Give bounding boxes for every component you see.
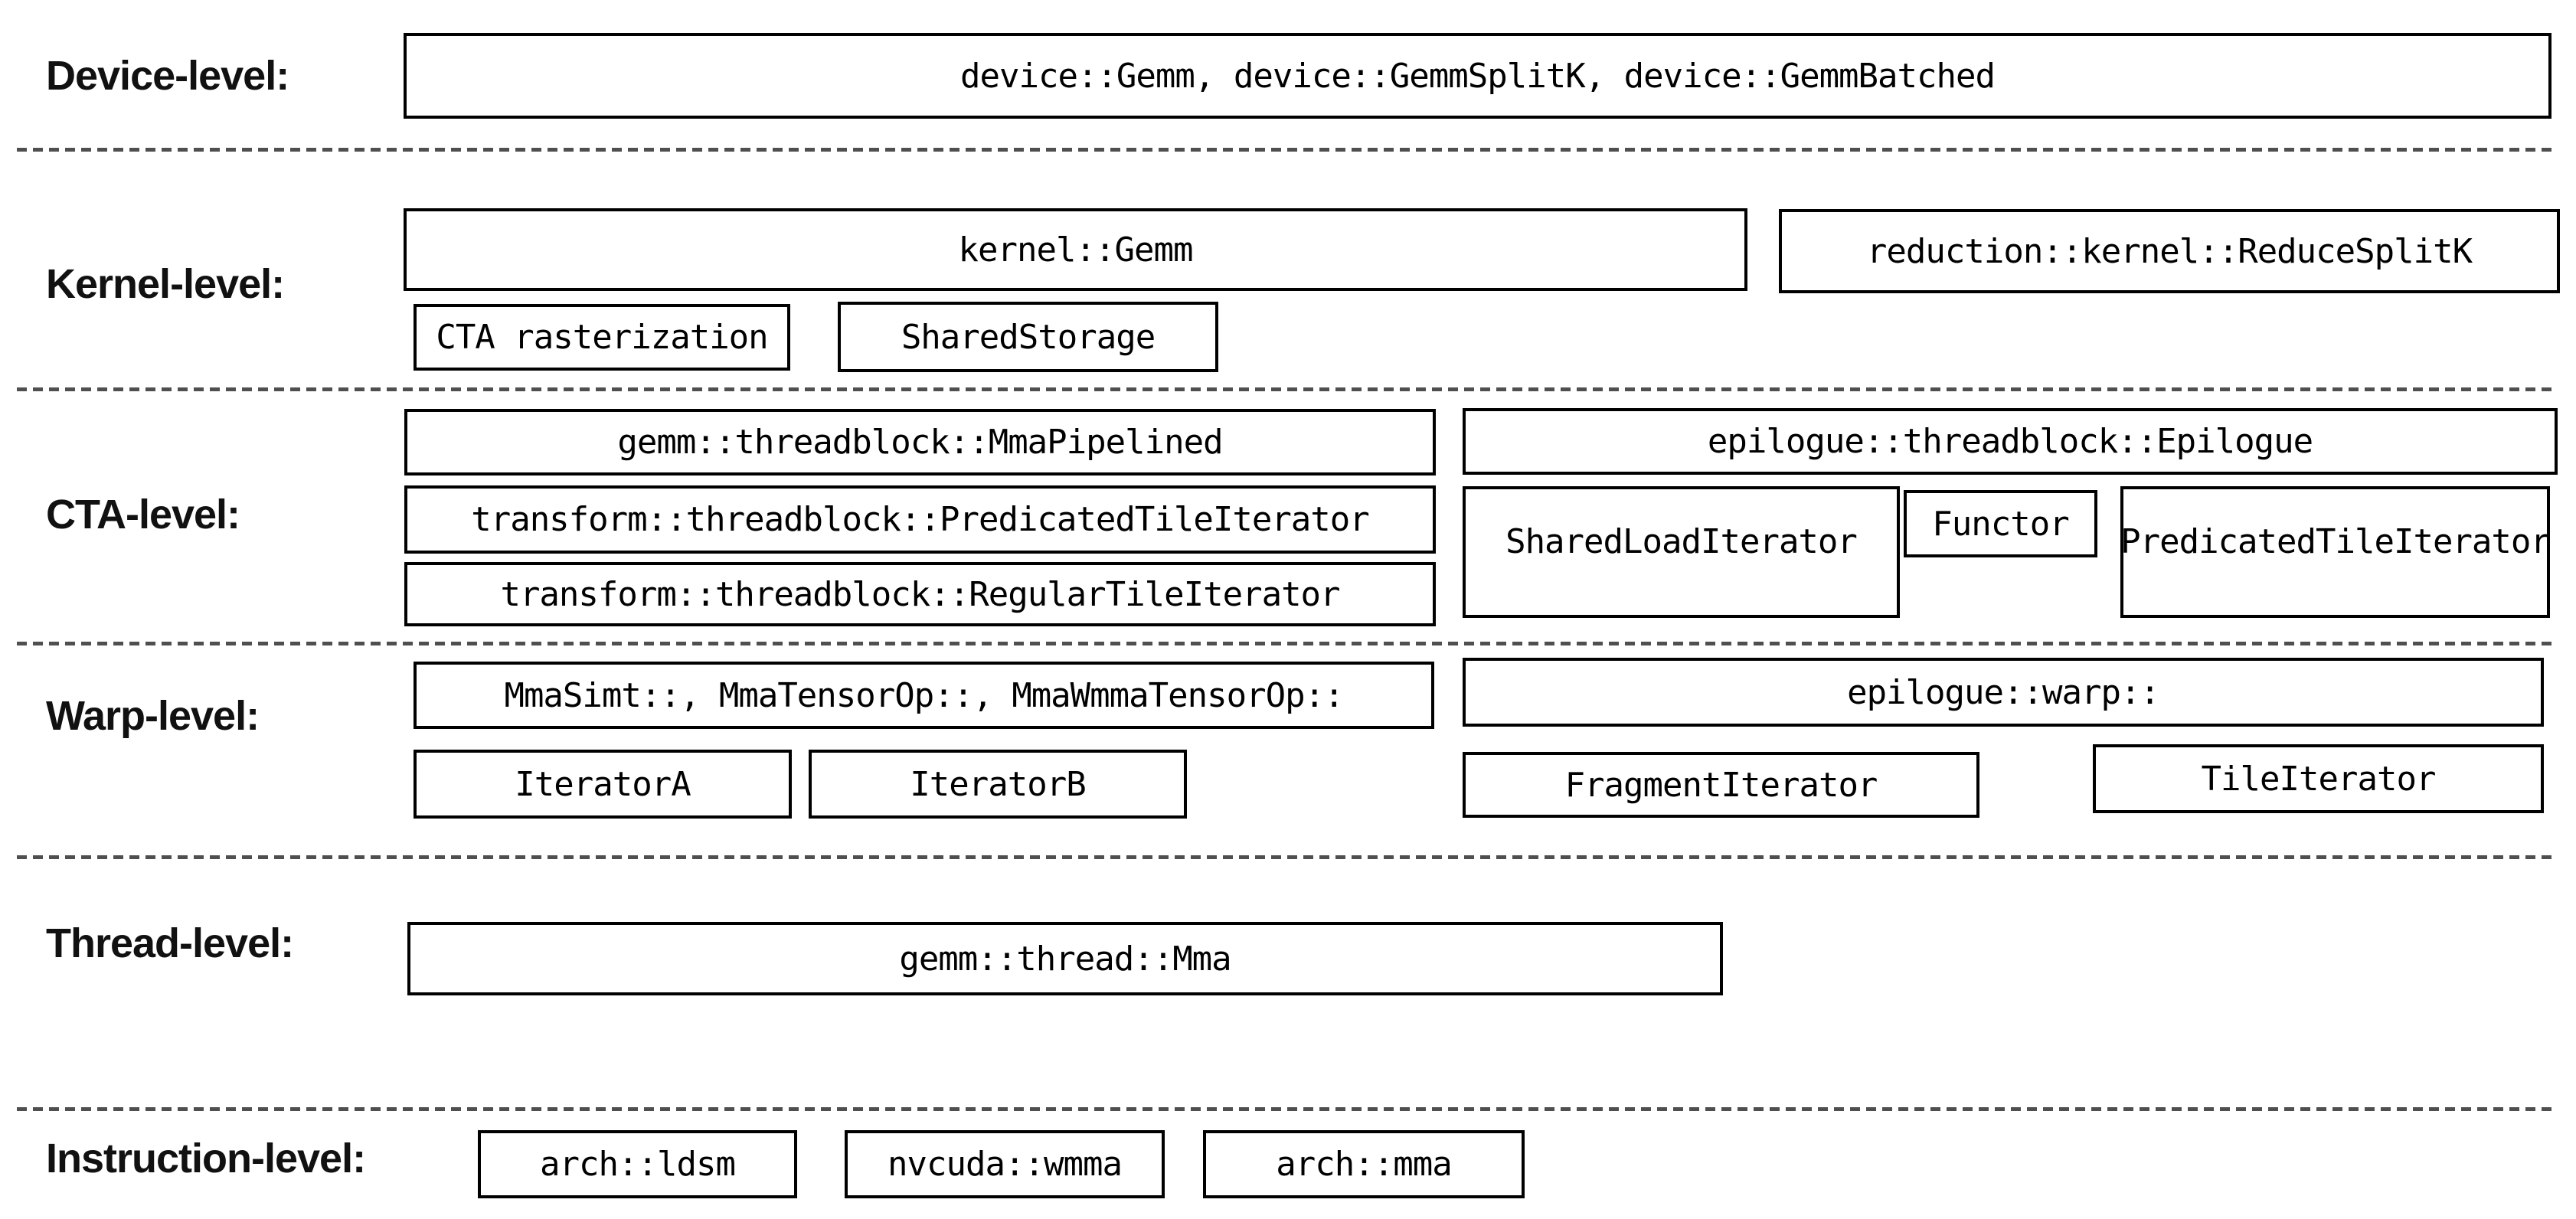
box-functor: Functor bbox=[1904, 490, 2097, 557]
level-label-device: Device-level: bbox=[46, 53, 289, 99]
box-cta-rasterization: CTA rasterization bbox=[414, 304, 790, 371]
box-gemm-thread-mma: gemm::thread::Mma bbox=[407, 922, 1723, 995]
separator-thread-instruction bbox=[17, 1107, 2558, 1111]
box-mmasimt-mmatensorop-mmawmmatensorop: MmaSimt::, MmaTensorOp::, MmaWmmaTensorO… bbox=[414, 662, 1434, 729]
box-predicatedtileiterator: PredicatedTileIterator bbox=[2120, 486, 2551, 618]
box-fragmentiterator: FragmentIterator bbox=[1463, 752, 1979, 818]
box-iteratora: IteratorA bbox=[414, 750, 792, 819]
level-label-cta: CTA-level: bbox=[46, 492, 240, 538]
box-sharedloaditerator: SharedLoadIterator bbox=[1463, 486, 1900, 618]
separator-device-kernel bbox=[17, 148, 2558, 152]
box-device-gemm-group: device::Gemm, device::GemmSplitK, device… bbox=[404, 33, 2551, 119]
level-label-thread: Thread-level: bbox=[46, 920, 294, 966]
separator-warp-thread bbox=[17, 855, 2558, 859]
box-arch-ldsm: arch::ldsm bbox=[478, 1130, 797, 1198]
box-epilogue-warp: epilogue::warp:: bbox=[1463, 658, 2544, 727]
box-kernel-gemm: kernel::Gemm bbox=[404, 208, 1747, 291]
box-epilogue-threadblock-epilogue: epilogue::threadblock::Epilogue bbox=[1463, 408, 2558, 475]
box-gemm-threadblock-mmapipelined: gemm::threadblock::MmaPipelined bbox=[404, 409, 1436, 476]
box-tileiterator: TileIterator bbox=[2093, 744, 2544, 813]
box-nvcuda-wmma: nvcuda::wmma bbox=[845, 1130, 1165, 1198]
level-label-kernel: Kernel-level: bbox=[46, 261, 285, 307]
separator-kernel-cta bbox=[17, 387, 2558, 391]
box-reduction-kernel-reducesplitk: reduction::kernel::ReduceSplitK bbox=[1779, 209, 2560, 293]
level-label-warp: Warp-level: bbox=[46, 693, 260, 739]
box-sharedstorage: SharedStorage bbox=[838, 302, 1218, 372]
box-transform-threadblock-predicatedtileiterator: transform::threadblock::PredicatedTileIt… bbox=[404, 485, 1436, 554]
box-arch-mma: arch::mma bbox=[1203, 1130, 1525, 1198]
box-iteratorb: IteratorB bbox=[809, 750, 1187, 819]
separator-cta-warp bbox=[17, 642, 2558, 645]
box-transform-threadblock-regulartileiterator: transform::threadblock::RegularTileItera… bbox=[404, 562, 1436, 626]
level-label-instruction: Instruction-level: bbox=[46, 1136, 366, 1181]
